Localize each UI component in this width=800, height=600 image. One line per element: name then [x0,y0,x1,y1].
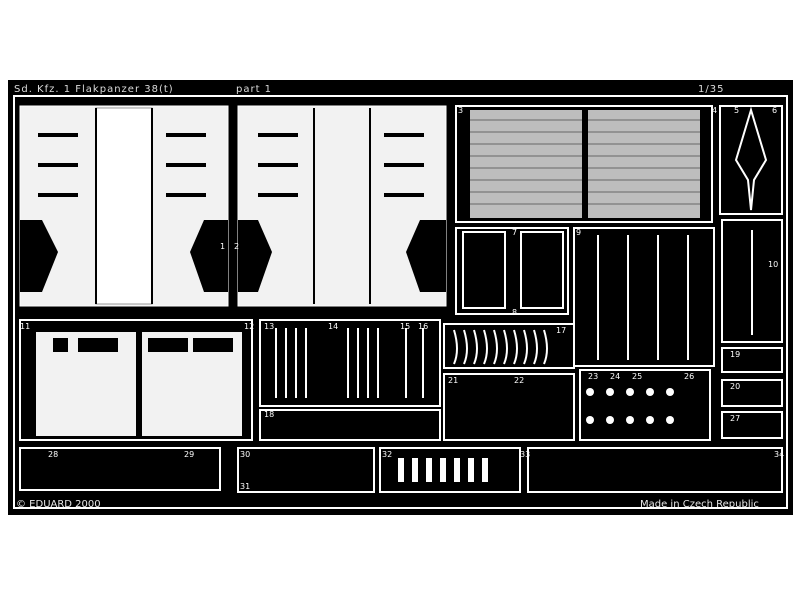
part-number-27: 27 [730,414,741,423]
fret-frame [13,95,788,509]
fret-artwork [13,95,788,509]
part-number-12: 12 [244,322,255,331]
part-17-curved-strips [443,323,575,369]
part-number-2: 2 [234,242,240,251]
part-number-6: 6 [772,106,778,115]
part-number-22: 22 [514,376,525,385]
part-9-rods [573,227,715,367]
part-number-8: 8 [512,308,518,317]
part-number-7: 7 [512,228,518,237]
part-number-26: 26 [684,372,695,381]
part-number-29: 29 [184,450,195,459]
part-number-14: 14 [328,322,339,331]
part-7-frames [455,227,569,315]
photo-etch-fret: Sd. Kfz. 1 Flakpanzer 38(t) part 1 1/35 … [8,80,793,515]
part-number-19: 19 [730,350,741,359]
origin: Made in Czech Republic [640,499,759,510]
part-11-12-side-boxes [19,319,253,441]
part-number-3: 3 [458,106,464,115]
part-number-16: 16 [418,322,429,331]
part-number-33: 33 [520,450,531,459]
part-number-23: 23 [588,372,599,381]
part-3-mesh-screens [455,105,713,223]
part-4-6-antenna [719,105,783,215]
part-2-door-panel [237,105,447,307]
part-number-31: 31 [240,482,251,491]
part-number-10: 10 [768,260,779,269]
part-13-16-strips [259,319,441,407]
part-number-5: 5 [734,106,740,115]
part-number-21: 21 [448,376,459,385]
part-1-door-panel [19,105,229,307]
part-number-11: 11 [20,322,31,331]
part-number-32: 32 [382,450,393,459]
part-number-30: 30 [240,450,251,459]
part-10-bracket [721,219,783,343]
part-number-13: 13 [264,322,275,331]
part-number-1: 1 [220,242,226,251]
part-number-9: 9 [576,228,582,237]
part-number-28: 28 [48,450,59,459]
part-number-17: 17 [556,326,567,335]
sheet-title: Sd. Kfz. 1 Flakpanzer 38(t) [14,84,174,95]
copyright: © EDUARD 2000 [16,499,101,510]
part-number-24: 24 [610,372,621,381]
part-number-20: 20 [730,382,741,391]
part-number-15: 15 [400,322,411,331]
part-number-25: 25 [632,372,643,381]
part-number-4: 4 [712,106,718,115]
part-number-34: 34 [774,450,785,459]
sheet-part: part 1 [236,84,273,95]
small-parts [19,347,783,493]
sheet-scale: 1/35 [698,84,725,95]
part-number-18: 18 [264,410,275,419]
